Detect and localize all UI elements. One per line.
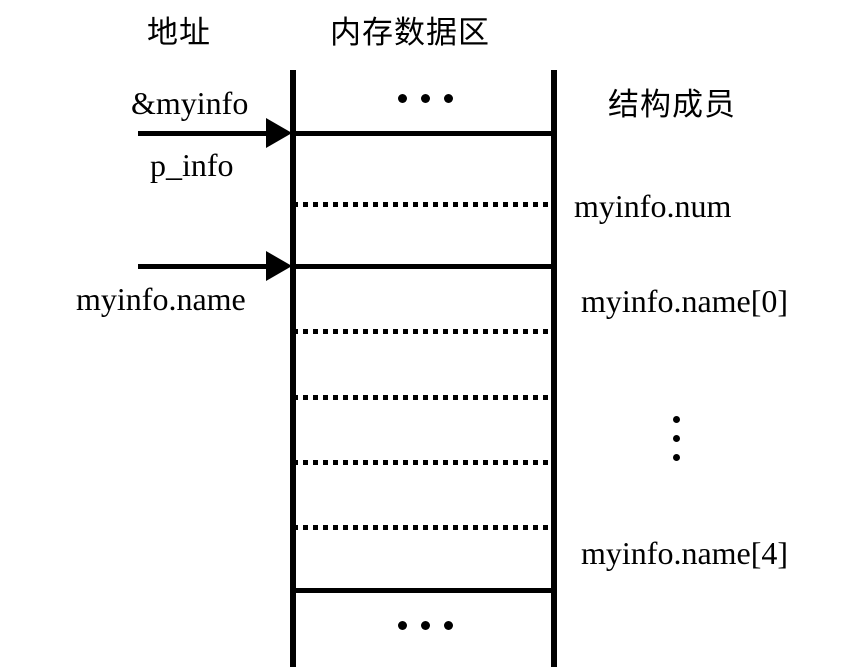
separator-struct-end	[290, 588, 557, 593]
heading-address: 地址	[147, 15, 211, 51]
ellipsis-above-struct	[398, 94, 453, 103]
pointer-arrow-shaft-myinfo	[138, 131, 268, 136]
separator-num-name	[290, 264, 557, 269]
heading-struct-members: 结构成员	[608, 87, 736, 123]
heading-memory-data-area: 内存数据区	[330, 15, 490, 51]
separator-struct-start	[290, 131, 557, 136]
label-myinfo-name: myinfo.name	[76, 281, 246, 317]
label-myinfo-name-4: myinfo.name[4]	[581, 535, 789, 571]
dotted-separator-2	[293, 329, 555, 334]
dotted-separator-4	[293, 460, 555, 465]
label-myinfo-num: myinfo.num	[574, 188, 732, 224]
label-p-info: p_info	[150, 147, 234, 183]
label-myinfo-name-0: myinfo.name[0]	[581, 283, 789, 319]
memory-block-left-border	[290, 70, 296, 667]
ellipsis-vertical-members	[673, 416, 680, 461]
dotted-separator-5	[293, 525, 555, 530]
pointer-arrow-shaft-name	[138, 264, 268, 269]
ellipsis-below-struct	[398, 621, 453, 630]
pointer-arrow-head-myinfo	[266, 118, 292, 148]
pointer-arrow-head-name	[266, 251, 292, 281]
memory-block-right-border	[551, 70, 557, 667]
dotted-separator-3	[293, 395, 555, 400]
label-address-of-myinfo: &myinfo	[131, 85, 249, 121]
dotted-separator-1	[293, 202, 555, 207]
